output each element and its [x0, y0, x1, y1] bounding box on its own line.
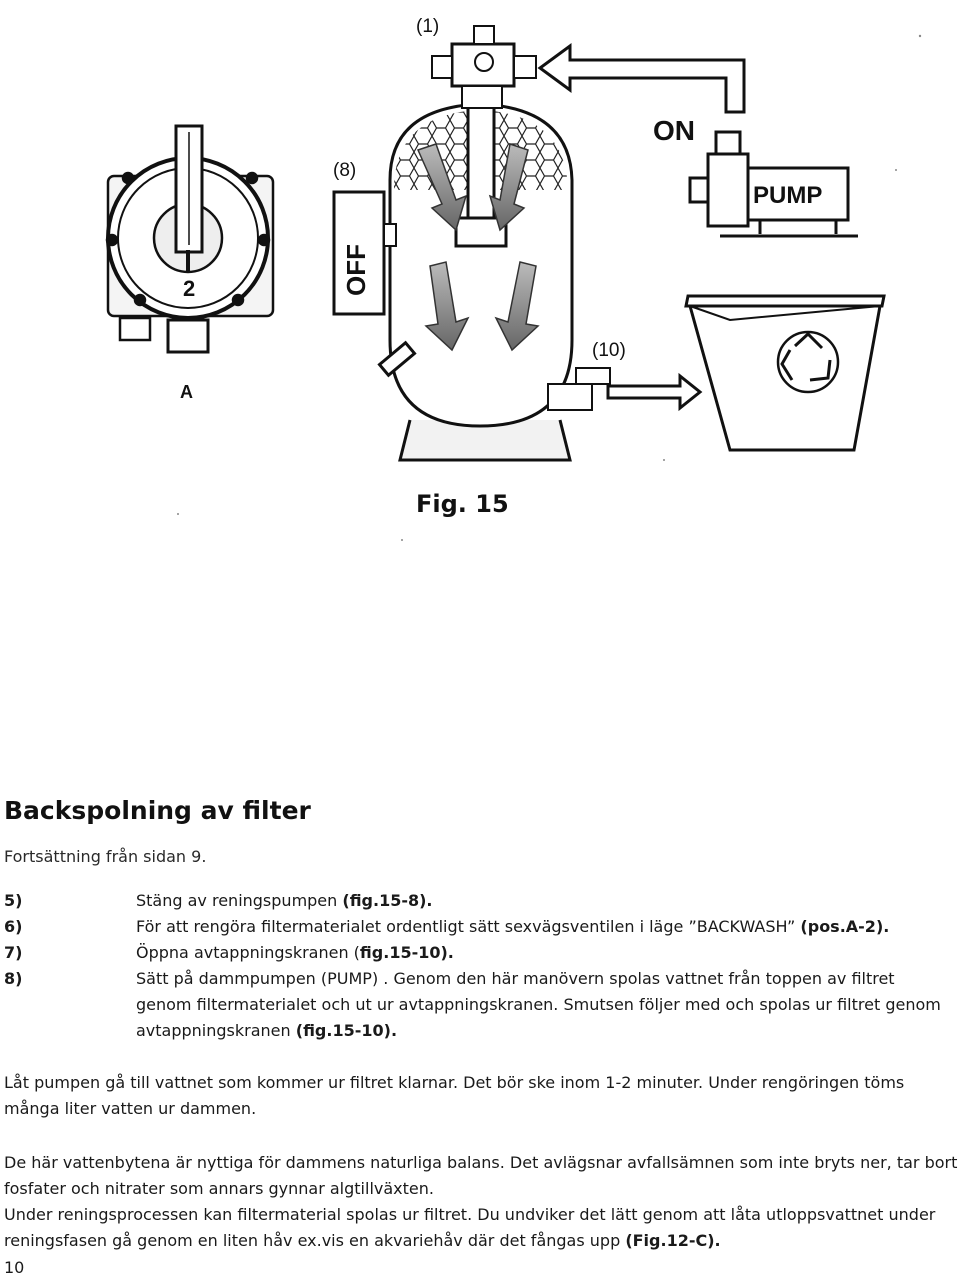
step-reference: (fig.15-8).	[342, 891, 433, 910]
valve-view-label: A	[180, 382, 193, 402]
flow-arrows	[416, 143, 540, 352]
step-reference: fig.15-10).	[359, 943, 454, 962]
step-text: Sätt på dammpumpen (PUMP) . Genom den hä…	[136, 969, 941, 1040]
paragraph-filter-net: Under reningsprocessen kan filtermateria…	[4, 1202, 959, 1254]
step-number: 7)	[4, 943, 23, 962]
step-number: 5)	[4, 891, 23, 910]
off-switch	[332, 190, 397, 316]
intro-text: Fortsättning från sidan 9.	[4, 847, 207, 866]
filter-backwash-illustration: 2 A	[105, 25, 922, 541]
step-number: 6)	[4, 917, 23, 936]
sand-filter-tank	[377, 25, 611, 462]
step-5: 5) Stäng av reningspumpen (fig.15-8).	[4, 888, 954, 914]
six-way-valve-diagram	[105, 124, 275, 354]
paragraph-reference: (Fig.12-C).	[625, 1231, 721, 1250]
recycle-icon	[776, 330, 840, 394]
step-reference: (fig.15-10).	[295, 1021, 398, 1040]
step-text: Öppna avtappningskranen (	[136, 943, 360, 962]
waste-bin	[684, 294, 886, 452]
pump-label: PUMP	[753, 182, 822, 209]
off-label: OFF	[341, 244, 371, 296]
paragraph-rinse-duration: Låt pumpen gå till vattnet som kommer ur…	[4, 1073, 905, 1118]
step-6: 6) För att rengöra filtermaterialet orde…	[4, 914, 954, 940]
paragraph-water-change: De här vattenbytena är nyttiga för damme…	[4, 1153, 958, 1198]
step-reference: (pos.A-2).	[800, 917, 890, 936]
step-number: 8)	[4, 969, 23, 988]
step-text: Stäng av reningspumpen	[136, 891, 343, 910]
callout-10: (10)	[592, 340, 626, 361]
paragraph-text: Under reningsprocessen kan filtermateria…	[4, 1205, 936, 1250]
callout-1: (1)	[416, 16, 440, 37]
section-heading: Backspolning av filter	[4, 796, 311, 825]
page-number: 10	[4, 1258, 25, 1277]
on-label: ON	[653, 115, 695, 146]
step-text: För att rengöra filtermaterialet ordentl…	[136, 917, 801, 936]
outlet-arrow	[606, 372, 703, 412]
figure-15: 2 A	[0, 0, 960, 560]
pump-diagram	[688, 130, 858, 238]
callout-8: (8)	[333, 160, 357, 181]
figure-caption: Fig. 15	[416, 490, 509, 518]
step-8: 8) Sätt på dammpumpen (PUMP) . Genom den…	[4, 966, 954, 1044]
step-7: 7) Öppna avtappningskranen (fig.15-10).	[4, 940, 954, 966]
inlet-pipe	[537, 43, 746, 114]
valve-position-label: 2	[183, 276, 195, 301]
